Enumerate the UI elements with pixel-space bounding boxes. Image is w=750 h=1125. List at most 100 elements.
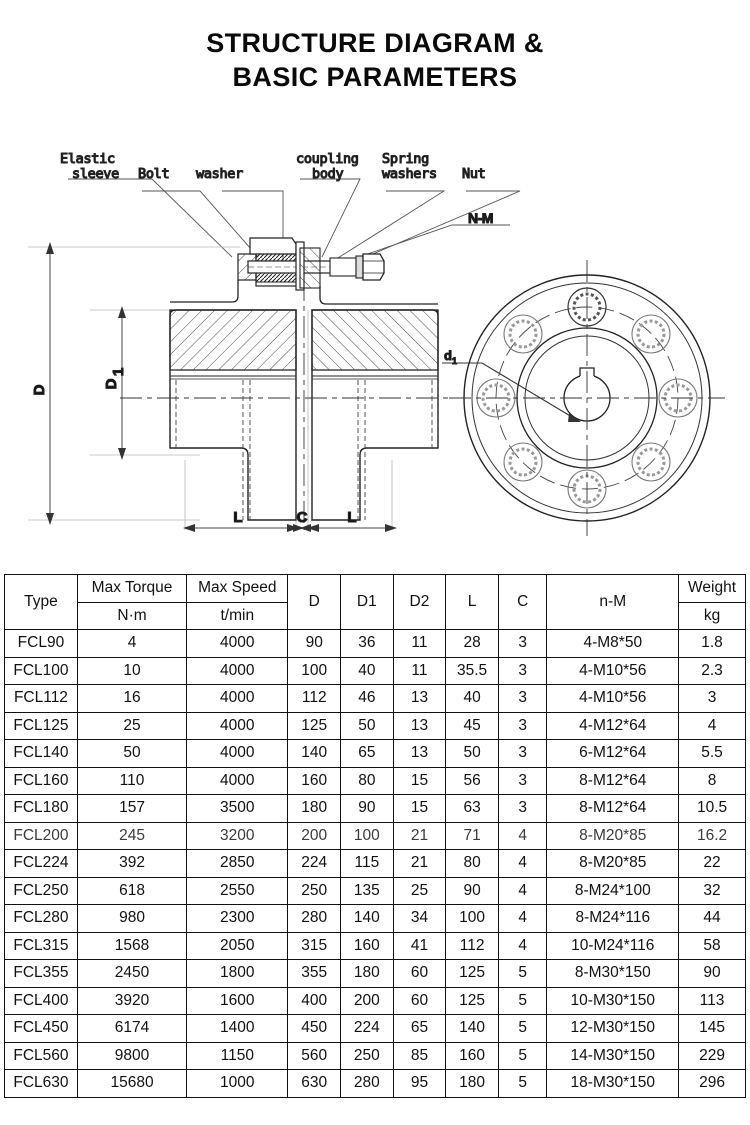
cell-type: FCL200 <box>4 821 78 850</box>
bolt-flange-hatched <box>299 247 321 289</box>
cell-weight: 1.8 <box>678 629 746 658</box>
cell-weight: 145 <box>678 1014 746 1043</box>
cell-max-speed: 4000 <box>186 711 289 740</box>
cell-c: 3 <box>497 794 548 823</box>
bolt-hole <box>503 442 543 482</box>
cell-d: 400 <box>287 986 342 1015</box>
cell-nm: 8-M20*85 <box>546 821 680 850</box>
cell-weight: 113 <box>678 986 746 1015</box>
cell-max-speed: 4000 <box>186 684 289 713</box>
spring-washer-part <box>355 255 364 279</box>
cell-l: 125 <box>445 986 499 1015</box>
cell-c: 5 <box>497 986 548 1015</box>
cell-d: 112 <box>287 684 342 713</box>
cell-type: FCL630 <box>4 1069 78 1098</box>
cell-d: 250 <box>287 876 342 905</box>
cell-type: FCL450 <box>4 1014 78 1043</box>
d1-leader-line <box>442 362 578 421</box>
cell-nm: 8-M24*100 <box>546 876 680 905</box>
cell-weight: 10.5 <box>678 794 746 823</box>
cell-max-torque: 245 <box>76 821 188 850</box>
cell-type: FCL224 <box>4 849 78 878</box>
cell-max-torque: 50 <box>76 739 188 768</box>
cell-c: 3 <box>497 684 548 713</box>
cell-nm: 4-M8*50 <box>546 629 680 658</box>
svg-text:D: D <box>103 378 120 389</box>
cell-nm: 8-M12*64 <box>546 766 680 795</box>
cell-weight: 22 <box>678 849 746 878</box>
header-max-torque: Max Torque <box>76 574 188 603</box>
header-max-torque-unit: N·m <box>76 601 188 630</box>
cell-d: 450 <box>287 1014 342 1043</box>
bolt-assembly <box>170 237 438 305</box>
dimension-label-D1: D 1 <box>102 367 127 390</box>
cell-type: FCL180 <box>4 794 78 823</box>
dimension-label-L-right: L <box>347 509 356 526</box>
dimension-label-D: D <box>31 384 48 395</box>
cell-l: 90 <box>445 876 499 905</box>
cell-l: 125 <box>445 959 499 988</box>
cell-max-torque: 4 <box>76 629 188 658</box>
cell-nm: 8-M30*150 <box>546 959 680 988</box>
cell-d2: 11 <box>392 656 447 685</box>
svg-text:d: d <box>444 348 452 363</box>
cell-d: 160 <box>287 766 342 795</box>
callout-bolt: Bolt <box>138 166 169 182</box>
dimension-D1 <box>118 306 126 460</box>
cell-nm: 12-M30*150 <box>546 1014 680 1043</box>
cell-l: 50 <box>445 739 499 768</box>
cell-weight: 8 <box>678 766 746 795</box>
cell-l: 112 <box>445 931 499 960</box>
cell-d1: 224 <box>340 1014 394 1043</box>
cell-d2: 41 <box>392 931 447 960</box>
cell-c: 5 <box>497 959 548 988</box>
cell-weight: 16.2 <box>678 821 746 850</box>
left-flange-hatched <box>169 309 297 371</box>
callout-elastic-sleeve-line2: sleeve <box>72 166 119 182</box>
header-d: D <box>287 574 342 630</box>
cell-nm: 8-M24*116 <box>546 904 680 933</box>
cell-max-torque: 1568 <box>76 931 188 960</box>
cell-max-speed: 2550 <box>186 876 289 905</box>
cell-d1: 250 <box>340 1041 394 1070</box>
cell-weight: 5.5 <box>678 739 746 768</box>
right-flange-hatched <box>311 309 439 371</box>
header-c: C <box>497 574 548 630</box>
svg-text:1: 1 <box>110 368 127 376</box>
specifications-table: Type Max Torque Max Speed D D1 D2 L C n-… <box>4 574 746 1098</box>
end-view <box>442 260 725 536</box>
cell-d2: 95 <box>392 1069 447 1098</box>
cell-d: 630 <box>287 1069 342 1098</box>
header-l: L <box>445 574 499 630</box>
cell-type: FCL125 <box>4 711 78 740</box>
cell-c: 4 <box>497 904 548 933</box>
cell-d2: 60 <box>392 986 447 1015</box>
cell-d: 355 <box>287 959 342 988</box>
nut-part <box>362 253 385 281</box>
cell-l: 80 <box>445 849 499 878</box>
end-view-label-d1: d 1 <box>443 347 457 366</box>
cell-max-speed: 4000 <box>186 656 289 685</box>
cell-nm: 10-M30*150 <box>546 986 680 1015</box>
cell-max-torque: 9800 <box>76 1041 188 1070</box>
nm-label: N-M <box>468 210 493 226</box>
left-hidden-lines <box>175 380 251 520</box>
title-line-2: BASIC PARAMETERS <box>232 62 518 92</box>
cell-d1: 80 <box>340 766 394 795</box>
cell-c: 3 <box>497 739 548 768</box>
right-hidden-lines <box>357 380 433 520</box>
cell-d2: 34 <box>392 904 447 933</box>
cell-c: 4 <box>497 821 548 850</box>
cell-c: 5 <box>497 1069 548 1098</box>
cell-max-torque: 980 <box>76 904 188 933</box>
cell-d1: 160 <box>340 931 394 960</box>
cell-type: FCL355 <box>4 959 78 988</box>
cell-weight: 32 <box>678 876 746 905</box>
cell-d: 200 <box>287 821 342 850</box>
